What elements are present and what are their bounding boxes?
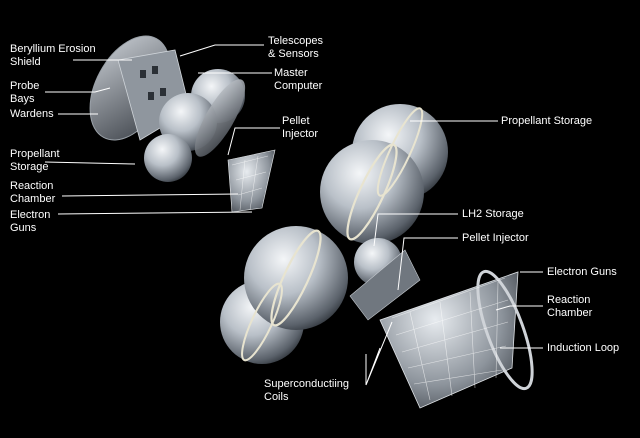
reaction-chamber-cone [379,271,519,409]
label-probe-bays: Probe Bays [10,80,40,105]
label-reaction-chamber-right: Reaction Chamber [547,294,593,319]
label-electron-guns-right: Electron Guns [547,266,617,278]
label-induction-loop: Induction Loop [547,342,620,354]
leader-telescopes [179,44,264,57]
propellant-sphere-mid [320,140,424,244]
induction-loop-ring [476,269,534,391]
leader-pellet-left [227,127,280,156]
label-master-computer: Master Computer [274,67,323,92]
propellant-sphere-lowmid [244,226,348,330]
leader-lh2 [373,213,458,247]
label-superconducting-coils: Superconductiing Coils [264,378,350,403]
label-pellet-injector-right: Pellet Injector [462,232,529,244]
label-telescopes-sensors: Telescopes & Sensors [268,35,324,60]
callout-lines [44,44,543,386]
label-electron-guns-left: Electron Guns [10,209,51,234]
pellet-injector-strut [349,249,421,321]
leader-propellant-left [44,161,136,165]
leader-coils [365,321,393,386]
label-wardens: Wardens [10,108,54,120]
label-lh2-storage: LH2 Storage [462,208,524,220]
leader-probe-bays [45,87,111,93]
small-reaction-chamber [227,149,276,213]
leader-reaction-right [495,305,543,311]
label-reaction-chamber-left: Reaction Chamber [10,180,56,205]
label-pellet-injector-left: Pellet Injector [282,115,319,140]
large-spacecraft [220,104,534,409]
small-sphere-low [144,134,192,182]
label-propellant-storage-right: Propellant Storage [501,115,593,127]
label-beryllium-shield: Beryllium Erosion Shield [10,43,96,68]
leader-pellet-right [397,237,458,291]
leader-electron-left [57,211,253,215]
small-spacecraft [89,35,276,213]
small-ring-disc [194,79,246,157]
label-propellant-storage-left: Propellant Storage [10,148,60,173]
leader-reaction-left [61,193,239,197]
